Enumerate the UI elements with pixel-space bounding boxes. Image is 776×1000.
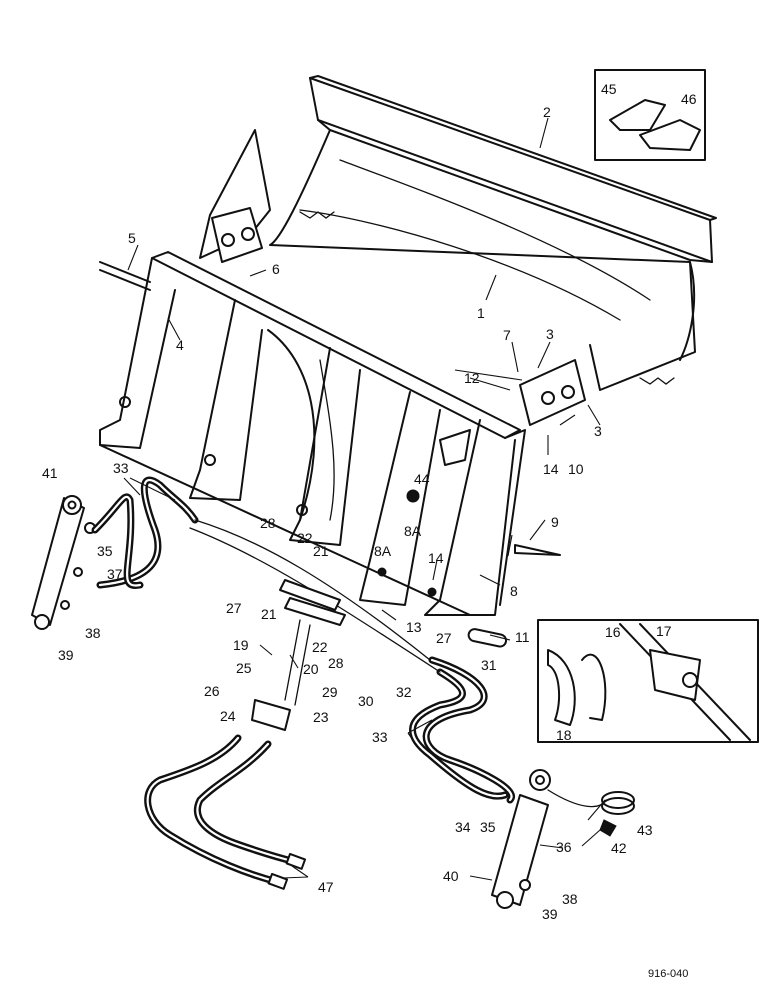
callout-label: 39 [542,906,558,922]
callout-label: 46 [681,91,697,107]
callout-label: 8A [374,543,392,559]
callout-label: 33 [372,729,388,745]
callout-label: 38 [562,891,578,907]
callout-label: 14 [543,461,559,477]
callout-label: 19 [233,637,249,653]
callout-label: 35 [480,819,496,835]
callout-label: 28 [328,655,344,671]
callout-label: 27 [226,600,242,616]
callout-label: 30 [358,693,374,709]
leader-lines [123,117,606,881]
callout-label: 28 [260,515,276,531]
callout-label: 42 [611,840,627,856]
callout-label: 27 [436,630,452,646]
callout-label: 36 [556,839,572,855]
right-cylinder [491,769,635,909]
inset-wear-strip [537,619,759,743]
callout-label: 32 [396,684,412,700]
callout-label: 9 [551,514,559,530]
callout-label: 44 [414,471,430,487]
callout-label: 33 [113,460,129,476]
callout-labels: 1 2 3 3 4 5 6 7 8 8A 8A 9 10 11 12 13 14… [42,81,697,922]
callout-label: 21 [313,543,329,559]
callout-label: 3 [594,423,602,439]
callout-label: 23 [313,709,329,725]
attach-frame [99,251,561,648]
left-cylinder [31,495,96,630]
callout-label: 39 [58,647,74,663]
callout-label: 8A [404,523,422,539]
callout-label: 14 [428,550,444,566]
callout-label: 8 [510,583,518,599]
callout-label: 18 [556,727,572,743]
callout-label: 2 [543,104,551,120]
callout-label: 11 [515,629,530,645]
callout-label: 22 [297,530,313,546]
callout-label: 5 [128,230,136,246]
callout-label: 6 [272,261,280,277]
callout-label: 35 [97,543,113,559]
callout-label: 24 [220,708,236,724]
callout-label: 22 [312,639,328,655]
callout-label: 41 [42,465,58,481]
callout-label: 45 [601,81,617,97]
callout-label: 31 [481,657,497,673]
callout-label: 26 [204,683,220,699]
callout-label: 7 [503,327,511,343]
callout-label: 34 [455,819,471,835]
callout-label: 20 [303,661,319,677]
callout-label: 37 [107,566,123,582]
hoses [91,476,516,890]
callout-label: 21 [261,606,277,622]
callout-label: 47 [318,879,334,895]
callout-label: 16 [605,624,621,640]
callout-label: 1 [477,305,485,321]
callout-label: 13 [406,619,422,635]
callout-label: 43 [637,822,653,838]
callout-label: 17 [656,623,672,639]
callout-label: 40 [443,868,459,884]
inset-teeth [594,69,706,161]
callout-label: 38 [85,625,101,641]
callout-label: 29 [322,684,338,700]
bucket [199,75,717,426]
callout-label: 10 [568,461,584,477]
callout-label: 4 [176,337,184,353]
callout-label: 3 [546,326,554,342]
document-id: 916-040 [648,968,688,980]
callout-label: 12 [464,370,480,386]
callout-label: 25 [236,660,252,676]
